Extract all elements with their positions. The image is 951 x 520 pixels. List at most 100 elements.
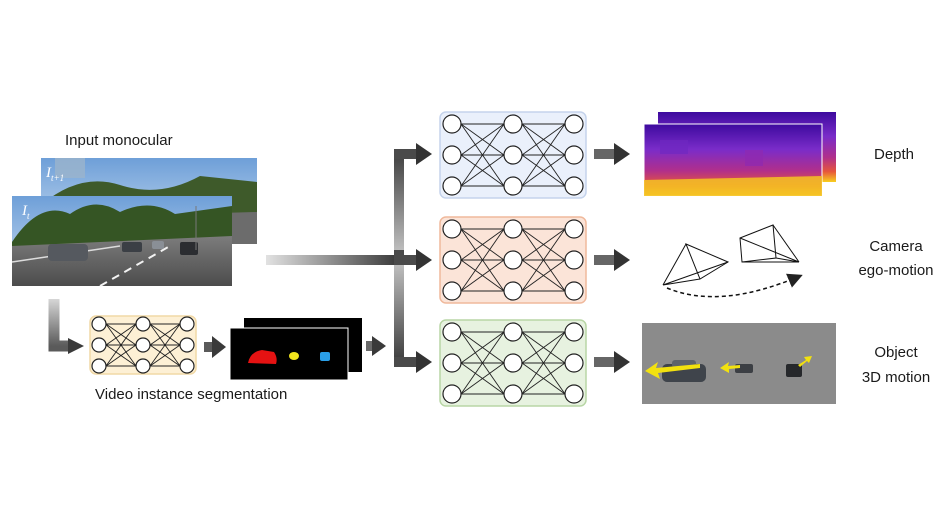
frame-symbol: I xyxy=(46,165,51,181)
frame-tag-t-plus-1: It+1 xyxy=(46,166,64,186)
network-node xyxy=(564,353,584,373)
network-edge xyxy=(460,259,505,292)
video-instance-segmentation-label: Video instance segmentation xyxy=(95,386,288,403)
arrow-input-to-branch xyxy=(266,255,396,265)
mask-car-red xyxy=(248,350,277,364)
depth-maps xyxy=(643,112,836,197)
network-edge xyxy=(105,344,137,367)
network-node xyxy=(503,384,523,404)
network-node xyxy=(564,145,584,165)
branch-connector xyxy=(394,143,432,373)
network-edge xyxy=(460,123,505,187)
network-edge xyxy=(460,228,505,292)
network-node xyxy=(503,219,523,239)
camera-network xyxy=(439,216,587,304)
camera-label-line1: Camera xyxy=(869,238,923,255)
network-node xyxy=(442,250,462,270)
network-edge xyxy=(460,154,505,187)
network-node xyxy=(503,145,523,165)
network-edge xyxy=(521,228,566,292)
motion-path-arrow xyxy=(666,273,803,298)
input-frames xyxy=(11,158,257,287)
network-node xyxy=(135,337,151,353)
network-node xyxy=(503,114,523,134)
arrow-to-camera xyxy=(594,249,630,271)
network-edge xyxy=(460,331,505,395)
network-edge xyxy=(149,344,181,367)
arrow-to-depth xyxy=(594,143,630,165)
frame-subscript: t+1 xyxy=(51,173,65,183)
network-node xyxy=(442,281,462,301)
network-node xyxy=(442,176,462,196)
network-edge xyxy=(460,123,505,156)
mask-yellow xyxy=(289,352,299,360)
object-car-3 xyxy=(786,364,802,377)
network-node xyxy=(442,322,462,342)
network-node xyxy=(564,176,584,196)
camera-frustum-1 xyxy=(662,243,730,286)
network-node xyxy=(503,250,523,270)
arrow-to-object xyxy=(594,351,630,373)
mask-blue xyxy=(320,352,330,361)
arrow-masks-to-branch xyxy=(366,336,386,356)
network-edge xyxy=(521,228,566,261)
network-node xyxy=(564,384,584,404)
input-monocular-label: Input monocular xyxy=(65,132,173,149)
frame-t xyxy=(11,196,232,287)
network-node xyxy=(564,114,584,134)
object-3d-motion xyxy=(642,323,836,404)
network-node xyxy=(442,353,462,373)
segmentation-masks xyxy=(229,318,362,381)
motion-arrow-2 xyxy=(720,362,740,373)
frame-symbol: I xyxy=(22,203,27,219)
network-node xyxy=(503,322,523,342)
network-node xyxy=(442,384,462,404)
network-edge xyxy=(460,362,505,395)
network-edge xyxy=(460,331,505,364)
network-node xyxy=(564,322,584,342)
motion-arrow-1 xyxy=(645,362,700,379)
network-node xyxy=(503,176,523,196)
network-edge xyxy=(521,331,566,364)
camera-ego-motion xyxy=(662,224,803,298)
network-edge xyxy=(149,323,181,346)
network-edge xyxy=(521,154,566,187)
object-label-line2: 3D motion xyxy=(861,369,931,386)
network-node xyxy=(442,145,462,165)
network-node xyxy=(503,281,523,301)
network-node xyxy=(564,281,584,301)
network-node xyxy=(442,114,462,134)
camera-frustum-2 xyxy=(739,224,800,263)
network-edge xyxy=(521,331,566,395)
motion-arrow-3 xyxy=(798,356,812,367)
segmentation-network xyxy=(89,315,197,375)
network-edge xyxy=(521,123,566,156)
arrow-input-to-segnet xyxy=(48,299,84,354)
network-edge xyxy=(460,228,505,261)
object-network xyxy=(439,319,587,407)
network-node xyxy=(91,337,107,353)
network-node xyxy=(179,316,195,332)
camera-label-line2: ego-motion xyxy=(858,262,934,279)
network-node xyxy=(564,219,584,239)
network-node xyxy=(442,219,462,239)
network-node xyxy=(135,316,151,332)
network-edge xyxy=(105,323,137,367)
network-edge xyxy=(521,123,566,187)
network-node xyxy=(179,337,195,353)
network-node xyxy=(564,250,584,270)
network-edge xyxy=(521,362,566,395)
network-node xyxy=(91,316,107,332)
network-node xyxy=(135,358,151,374)
network-node xyxy=(503,353,523,373)
network-edge xyxy=(521,259,566,292)
network-edge xyxy=(149,323,181,367)
depth-label: Depth xyxy=(873,146,915,163)
arrow-segnet-to-masks xyxy=(204,336,226,358)
object-label-line1: Object xyxy=(874,344,918,361)
network-edge xyxy=(105,323,137,346)
frame-tag-t: It xyxy=(22,204,30,224)
depth-network xyxy=(439,111,587,199)
network-node xyxy=(91,358,107,374)
